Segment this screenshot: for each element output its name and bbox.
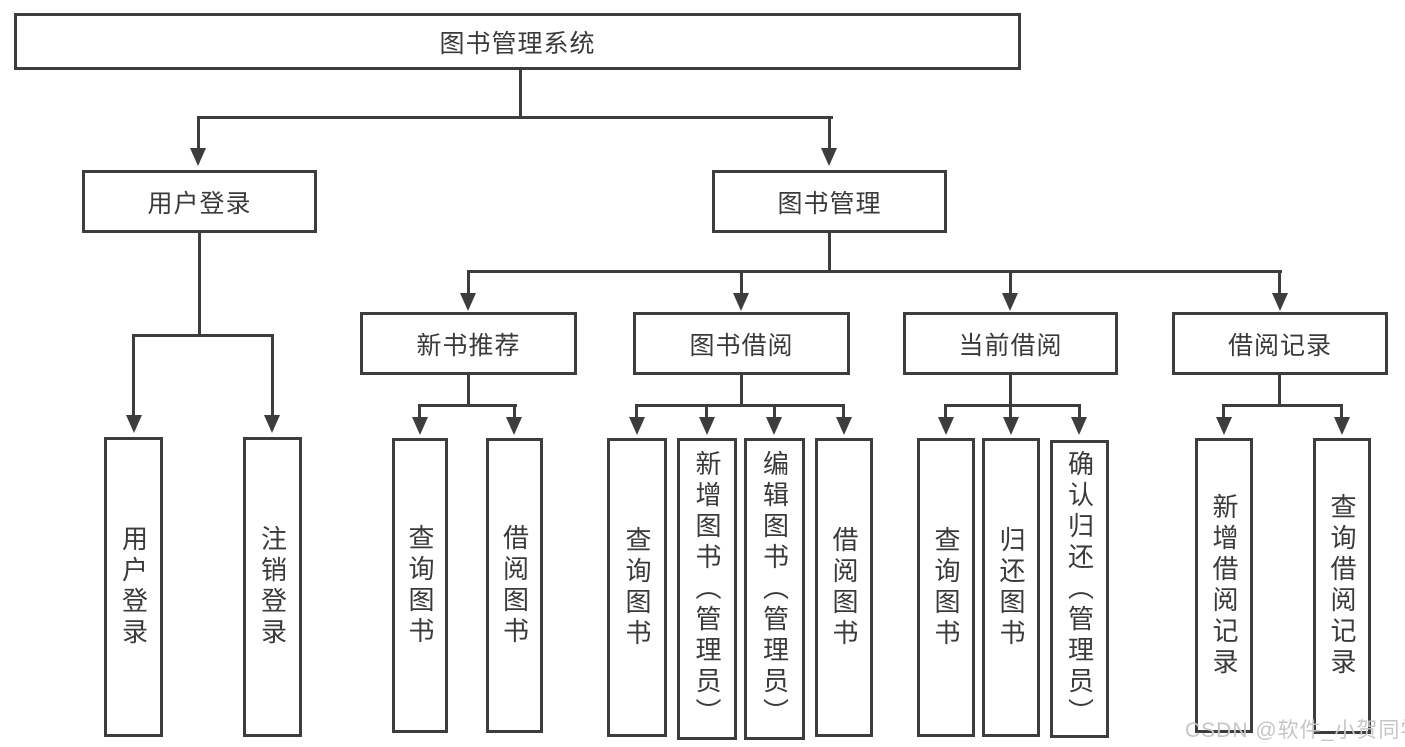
connector-line (944, 404, 947, 418)
node-query-books-recommend: 查询图书 (392, 438, 448, 733)
arrow-down-icon (733, 293, 749, 311)
arrow-down-icon (264, 415, 280, 433)
node-borrowing-records: 借阅记录 (1172, 312, 1388, 375)
node-borrow-books-borrowing: 借阅图书 (815, 438, 873, 737)
connector-line (197, 116, 200, 149)
arrow-down-icon (629, 417, 645, 435)
node-library-system: 图书管理系统 (14, 13, 1021, 70)
arrow-down-icon (460, 293, 476, 311)
connector-line (197, 116, 833, 119)
node-user-login-action: 用户登录 (104, 437, 163, 737)
arrow-down-icon (190, 148, 206, 166)
node-return-books-label: 归还图书 (996, 525, 1026, 650)
node-book-management: 图书管理 (712, 170, 947, 233)
node-user-login-action-label: 用户登录 (118, 525, 149, 649)
node-user-login: 用户登录 (82, 170, 317, 233)
node-add-borrow-record: 新增借阅记录 (1195, 438, 1253, 733)
node-borrow-books-borrowing-label: 借阅图书 (829, 525, 859, 650)
arrow-down-icon (506, 417, 522, 435)
connector-line (198, 233, 201, 337)
connector-line (705, 404, 708, 418)
arrow-down-icon (1216, 417, 1232, 435)
node-user-login-label: 用户登录 (147, 189, 252, 218)
connector-line (467, 270, 470, 294)
connector-line (1278, 375, 1281, 407)
arrow-down-icon (412, 417, 428, 435)
arrow-down-icon (1003, 417, 1019, 435)
connector-line (740, 270, 743, 294)
arrow-down-icon (836, 417, 852, 435)
connector-line (1009, 404, 1012, 418)
arrow-down-icon (1272, 293, 1288, 311)
node-query-borrow-record-label: 查询借阅记录 (1327, 493, 1357, 679)
node-book-borrowing: 图书借阅 (633, 312, 850, 375)
node-borrowing-records-label: 借阅记录 (1227, 331, 1332, 360)
arrow-down-icon (699, 417, 715, 435)
node-add-book-admin-label: 新增图书（管理员） (692, 449, 722, 729)
node-borrow-books-recommend: 借阅图书 (486, 438, 543, 733)
connector-line (1278, 270, 1281, 294)
connector-line (740, 375, 743, 407)
node-book-management-label: 图书管理 (777, 189, 882, 218)
node-confirm-return-admin: 确认归还（管理员） (1050, 440, 1109, 738)
connector-line (467, 270, 1282, 273)
connector-line (519, 70, 522, 119)
connector-line (418, 404, 421, 418)
connector-line (1340, 404, 1343, 418)
node-return-books: 归还图书 (982, 438, 1040, 737)
connector-line (1222, 404, 1343, 407)
connector-line (1009, 270, 1012, 294)
node-query-books-borrowing: 查询图书 (607, 438, 667, 737)
node-query-books-borrowing-label: 查询图书 (622, 525, 652, 650)
connector-line (132, 334, 135, 416)
node-logout-label: 注销登录 (257, 525, 288, 649)
node-query-books-current-label: 查询图书 (931, 525, 961, 650)
node-edit-book-admin: 编辑图书（管理员） (744, 438, 805, 740)
node-add-book-admin: 新增图书（管理员） (677, 438, 737, 740)
node-query-books-recommend-label: 查询图书 (405, 523, 435, 648)
arrow-down-icon (1071, 417, 1087, 435)
connector-line (1078, 404, 1081, 418)
node-confirm-return-admin-label: 确认归还（管理员） (1064, 449, 1095, 729)
node-current-borrowing: 当前借阅 (903, 312, 1118, 375)
connector-line (773, 404, 776, 418)
connector-line (828, 233, 831, 273)
connector-line (1222, 404, 1225, 418)
connector-line (842, 404, 845, 418)
connector-line (828, 116, 831, 149)
node-current-borrowing-label: 当前借阅 (958, 331, 1063, 360)
connector-line (132, 334, 274, 337)
node-add-borrow-record-label: 新增借阅记录 (1209, 492, 1239, 679)
watermark: CSDN @软件_小贺同学 (1185, 719, 1405, 742)
connector-line (271, 334, 274, 416)
connector-line (1009, 375, 1012, 407)
node-new-book-recommendation: 新书推荐 (360, 312, 577, 375)
node-new-book-recommendation-label: 新书推荐 (416, 331, 521, 360)
connector-line (635, 404, 845, 407)
node-query-books-current: 查询图书 (917, 438, 975, 737)
arrow-down-icon (1002, 293, 1018, 311)
node-edit-book-admin-label: 编辑图书（管理员） (759, 449, 790, 729)
node-logout: 注销登录 (243, 437, 302, 737)
arrow-down-icon (1334, 417, 1350, 435)
arrow-down-icon (938, 417, 954, 435)
connector-line (418, 404, 517, 407)
connector-line (467, 375, 470, 407)
node-library-system-label: 图书管理系统 (439, 29, 596, 58)
node-book-borrowing-label: 图书借阅 (689, 331, 794, 360)
connector-line (513, 404, 516, 418)
node-borrow-books-recommend-label: 借阅图书 (499, 523, 530, 648)
arrow-down-icon (821, 148, 837, 166)
connector-line (944, 404, 1081, 407)
node-query-borrow-record: 查询借阅记录 (1313, 438, 1371, 734)
connector-line (635, 404, 638, 418)
arrow-down-icon (126, 415, 142, 433)
arrow-down-icon (766, 417, 782, 435)
